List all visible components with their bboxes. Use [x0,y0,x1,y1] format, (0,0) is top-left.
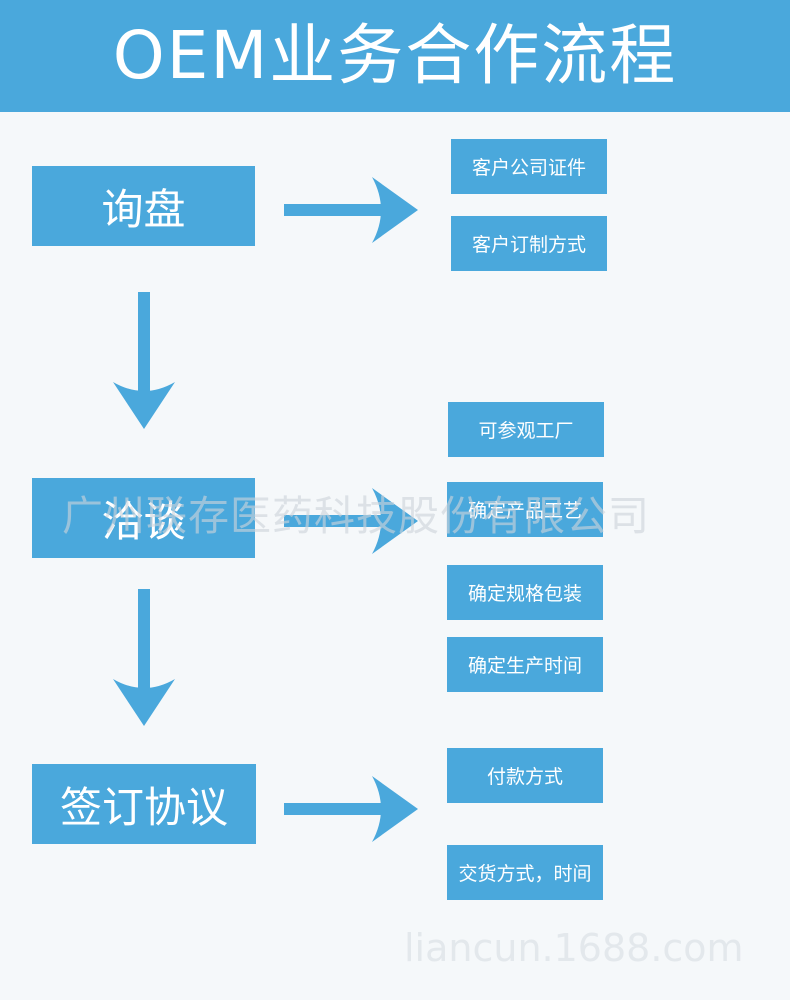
detail-company-certificate: 客户公司证件 [451,139,607,194]
detail-production-time: 确定生产时间 [447,637,603,692]
detail-custom-method: 客户订制方式 [451,216,607,271]
detail-spec-packaging: 确定规格包装 [447,565,603,620]
url-watermark: liancun.1688.com [404,926,744,970]
step-inquiry: 询盘 [32,166,255,246]
detail-factory-visit: 可参观工厂 [448,402,604,457]
step-negotiation: 洽谈 [32,478,255,558]
detail-payment-method: 付款方式 [447,748,603,803]
right-arrow-icon [284,776,418,842]
down-arrow-icon [113,292,175,429]
detail-delivery-method: 交货方式，时间 [447,845,603,900]
right-arrow-icon [284,177,418,243]
header-banner: OEM业务合作流程 [0,0,790,112]
step-sign-agreement: 签订协议 [32,764,256,844]
down-arrow-icon [113,589,175,726]
page-title: OEM业务合作流程 [112,17,678,94]
right-arrow-icon [284,488,418,554]
detail-product-process: 确定产品工艺 [447,482,603,537]
